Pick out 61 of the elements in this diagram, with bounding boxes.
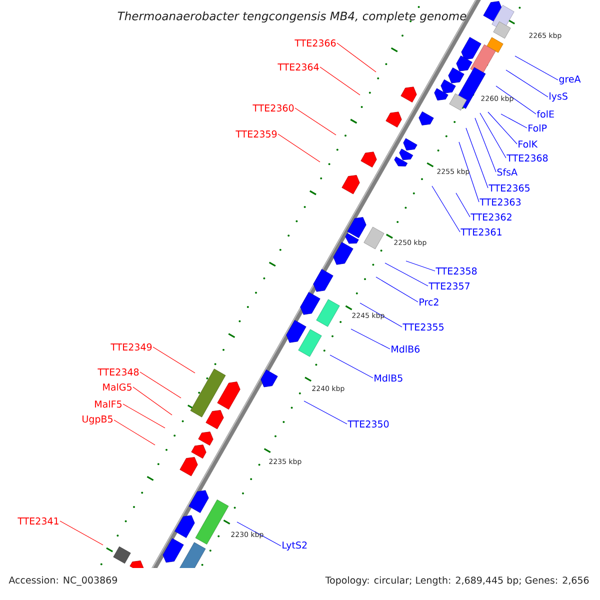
leader-line	[140, 372, 182, 398]
leader-line	[336, 42, 376, 72]
info-text: Accession: NC_003869	[8, 576, 117, 586]
gene-label: TTE2357	[428, 282, 470, 290]
gene-label: Prc2	[420, 298, 438, 306]
leader-line	[500, 114, 528, 128]
leader-line	[376, 276, 418, 302]
gene-label: TTE2359	[236, 130, 277, 138]
gene-label: TTE2368	[506, 154, 548, 162]
leader-line	[488, 112, 518, 144]
leader-line	[330, 354, 374, 378]
gene-label: folE	[536, 110, 554, 118]
gene-label: FolK	[518, 140, 538, 148]
gene-label: TTE2362	[470, 213, 512, 221]
leader-line	[278, 134, 320, 162]
gene-label: TTE2358	[436, 267, 477, 275]
gene-label: TTE2366	[294, 39, 336, 47]
gene-label: TTE2350	[348, 420, 389, 428]
info-text: Topology: circular; Length: 2,689,445 bp; Genes: 2,656	[325, 576, 589, 586]
leader-line	[406, 260, 436, 272]
leader-line	[294, 108, 336, 136]
gene-label: TTE2341	[18, 517, 58, 525]
gene-label: TTE2365	[488, 184, 530, 192]
gene-label: UgpB5	[82, 416, 112, 424]
gene-label: lysS	[550, 92, 568, 102]
gene-label: MalF5	[95, 400, 122, 408]
leader-line	[304, 400, 348, 424]
leader-line	[122, 404, 166, 428]
gene-label: MalG5	[103, 383, 132, 391]
leader-line	[152, 346, 196, 374]
gene-label: LytS2	[282, 541, 307, 551]
gene-label: MdlB5	[374, 374, 402, 382]
leader-line	[236, 522, 282, 546]
leader-line	[360, 302, 402, 328]
gene-label: SfsA	[497, 168, 518, 176]
leader-line	[320, 66, 360, 96]
gene-label: greA	[559, 76, 581, 84]
gene-label: TTE2360	[252, 104, 294, 112]
gene-label: TTE2363	[480, 198, 521, 206]
gene-label: MdlB6	[392, 345, 420, 353]
leader-line	[506, 70, 548, 98]
leader-line	[458, 142, 480, 202]
leader-line	[114, 420, 156, 446]
leader-line	[466, 128, 488, 188]
gene-label: TTE2364	[278, 63, 319, 71]
leader-line	[496, 86, 536, 114]
leader-line	[350, 328, 390, 350]
gene-label: TTE2349	[110, 343, 152, 351]
leader-line	[474, 118, 496, 172]
gene-label: TTE2355	[402, 323, 444, 331]
leader-line	[384, 262, 428, 286]
leader-line	[456, 192, 470, 218]
leader-line	[432, 186, 460, 232]
gene-label: FolP	[528, 124, 547, 132]
gene-label: TTE2361	[460, 228, 502, 236]
leader-line	[514, 56, 558, 80]
leader-line	[132, 386, 172, 416]
leader-line	[480, 112, 506, 158]
gene-label: TTE2348	[98, 368, 139, 376]
leader-line	[60, 520, 104, 546]
title: Thermoanaerobacter tengcongensis MB4, complete genome	[118, 11, 466, 23]
